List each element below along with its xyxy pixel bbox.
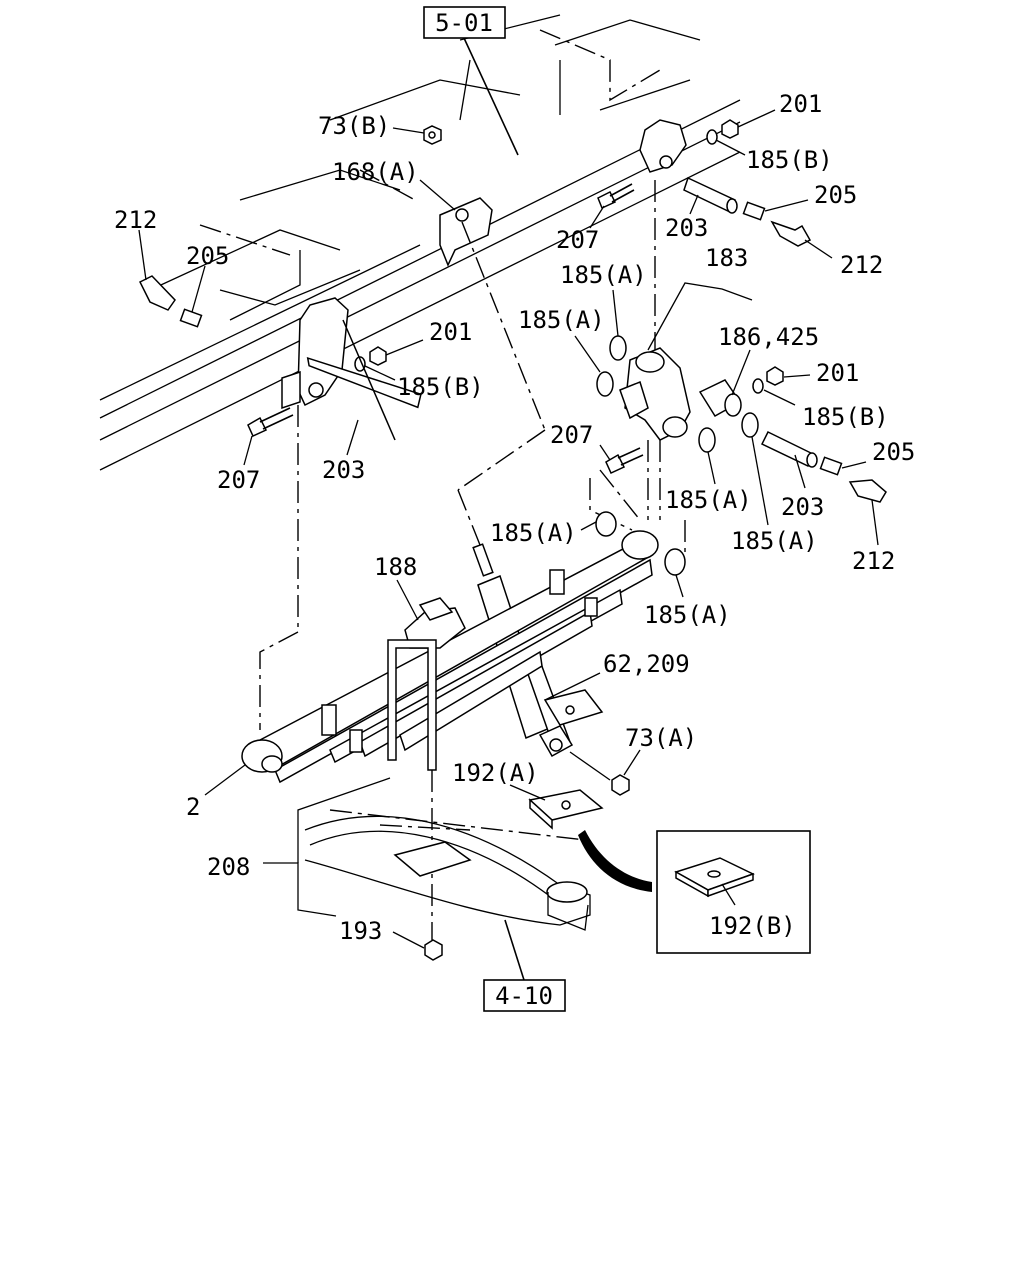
label-bush-185b-top: 185(B) <box>746 146 833 174</box>
label-absorber-62-209: 62,209 <box>603 650 690 678</box>
nuts-201 <box>369 119 784 386</box>
label-grease-212-right: 212 <box>852 547 895 575</box>
nut-73a-icon <box>569 751 630 796</box>
ref-box-axle[interactable]: 4-10 <box>483 919 566 1012</box>
label-bush-185b-right: 185(B) <box>802 403 889 431</box>
detail-arrow-icon <box>578 830 652 892</box>
label-fitting-205-left: 205 <box>186 242 229 270</box>
label-washer-185a-4: 185(A) <box>490 519 577 547</box>
label-washer-185a-2: 185(A) <box>518 306 605 334</box>
nut-73b-icon <box>423 125 442 145</box>
grease-nipples-212 <box>138 220 887 503</box>
front-axle <box>304 809 591 931</box>
rings-185b <box>354 129 764 394</box>
label-bracket-168a: 168(A) <box>332 158 419 186</box>
label-washer-185a-3: 185(A) <box>665 486 752 514</box>
front-hanger-bracket <box>259 297 349 730</box>
ref-axle-label: 4-10 <box>495 982 553 1010</box>
shackle-183 <box>619 347 691 520</box>
label-nut-201-right: 201 <box>816 359 859 387</box>
part-labels: 73(B) 168(A) 201 185(B) 205 207 203 212 … <box>114 90 915 945</box>
bushing-186-425 <box>698 379 742 418</box>
label-plate-192b: 192(B) <box>709 912 796 940</box>
label-bush-186-425: 186,425 <box>718 323 819 351</box>
label-shackle-183: 183 <box>705 244 748 272</box>
label-grease-212-left: 212 <box>114 206 157 234</box>
label-bumper-188: 188 <box>374 553 417 581</box>
label-spring-2: 2 <box>186 793 200 821</box>
label-nut-201-left: 201 <box>429 318 472 346</box>
washers-185a <box>595 335 759 576</box>
label-bolt-207-top: 207 <box>556 226 599 254</box>
ref-box-frame[interactable]: 5-01 <box>423 6 519 156</box>
detail-box-192b <box>656 830 811 954</box>
label-bolt-207-right: 207 <box>550 421 593 449</box>
leaf-spring <box>241 469 686 784</box>
rear-hanger-bracket <box>639 119 687 350</box>
label-grease-212-top: 212 <box>840 251 883 279</box>
bolts-207 <box>247 183 644 474</box>
label-bush-185b-left: 185(B) <box>397 373 484 401</box>
leader-lines <box>138 109 879 949</box>
label-nut-201-top: 201 <box>779 90 822 118</box>
ref-frame-label: 5-01 <box>435 9 493 37</box>
label-fitting-205-top: 205 <box>814 181 857 209</box>
fittings-205 <box>179 201 843 476</box>
label-pin-203-top: 203 <box>665 214 708 242</box>
label-plate-192a: 192(A) <box>452 759 539 787</box>
label-ubolt-208: 208 <box>207 853 250 881</box>
label-washer-185a-6: 185(A) <box>644 601 731 629</box>
nut-193-icon <box>424 939 443 961</box>
label-fitting-205-right: 205 <box>872 438 915 466</box>
shock-lower-bracket <box>543 689 604 726</box>
pins-203 <box>306 176 818 468</box>
label-pin-203-right: 203 <box>781 493 824 521</box>
label-washer-185a-5: 185(A) <box>731 527 818 555</box>
label-pin-203-left: 203 <box>322 456 365 484</box>
label-nut-73b: 73(B) <box>318 112 390 140</box>
frame-rail <box>99 14 741 471</box>
label-bolt-207-left: 207 <box>217 466 260 494</box>
plate-192a-part <box>528 789 604 830</box>
label-nut-73a: 73(A) <box>625 724 697 752</box>
label-nut-193: 193 <box>339 917 382 945</box>
label-washer-185a-1: 185(A) <box>560 261 647 289</box>
